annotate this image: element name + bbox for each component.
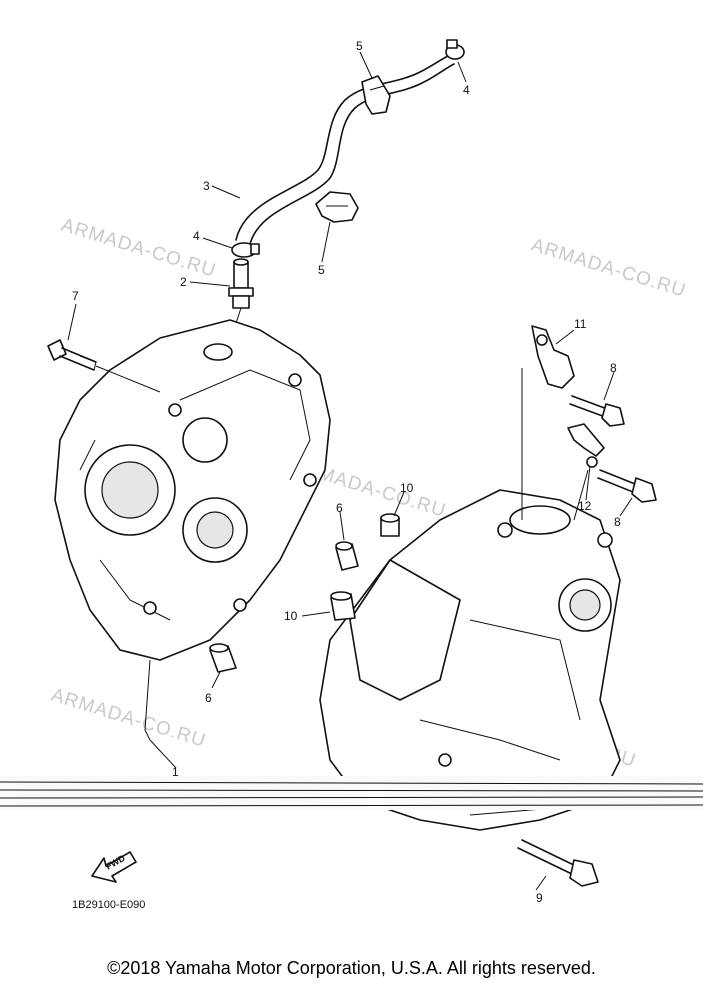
- hose-holder-lower: [315, 191, 359, 223]
- copyright-notice: ©2018 Yamaha Motor Corporation, U.S.A. A…: [107, 958, 596, 978]
- pipe-fitting: [227, 258, 254, 349]
- callout-6-upper: 6: [336, 501, 343, 515]
- bolt-9: [517, 839, 599, 887]
- hose-clamp-upper: [445, 39, 465, 60]
- crankcase-right: [319, 489, 621, 831]
- dowel-pin-10-lower: [330, 591, 356, 621]
- callout-9: 9: [536, 891, 543, 905]
- callout-1: 1: [172, 765, 179, 779]
- callout-11: 11: [574, 317, 587, 331]
- dowel-pin-lower: [209, 643, 237, 673]
- crankcase-left: [54, 319, 331, 741]
- drawing-code: 1B29100-E090: [72, 899, 145, 911]
- callout-12: 12: [578, 499, 592, 513]
- bolt-8-upper: [569, 395, 625, 427]
- callout-8-upper: 8: [610, 361, 617, 375]
- callout-5-upper: 5: [356, 39, 363, 53]
- callout-10-upper: 10: [400, 481, 414, 495]
- hose-holder-upper: [361, 75, 391, 115]
- dowel-pin-upper: [335, 541, 359, 571]
- callout-7: 7: [72, 289, 79, 303]
- scan-noise-band: [0, 776, 703, 810]
- callout-6-lower: 6: [205, 691, 212, 705]
- watermark-1: ARMADA-CO.RU: [59, 215, 219, 282]
- bracket-11: [521, 325, 575, 520]
- callout-8-lower: 8: [614, 515, 621, 529]
- hose-clamp-lower: [231, 242, 260, 258]
- bolt-8-lower: [597, 469, 657, 503]
- callout-4-upper: 4: [463, 83, 470, 97]
- bolt-7: [47, 339, 161, 393]
- callout-labels: 5 4 3 4 2 5 7 11 8 12 8 10 6 10 6 1 9: [72, 39, 621, 905]
- callout-2: 2: [180, 275, 187, 289]
- callout-5-lower: 5: [318, 263, 325, 277]
- watermark-2: ARMADA-CO.RU: [529, 235, 689, 302]
- watermark-4: ARMADA-CO.RU: [49, 685, 209, 752]
- dowel-pin-10-upper: [380, 513, 400, 537]
- leader-lines: [67, 51, 633, 891]
- callout-4-lower: 4: [193, 229, 200, 243]
- breather-hose: [235, 55, 455, 245]
- callout-10-lower: 10: [284, 609, 298, 623]
- forward-arrow: FWD: [91, 851, 137, 883]
- bracket-12: [567, 423, 605, 521]
- callout-3: 3: [203, 179, 210, 193]
